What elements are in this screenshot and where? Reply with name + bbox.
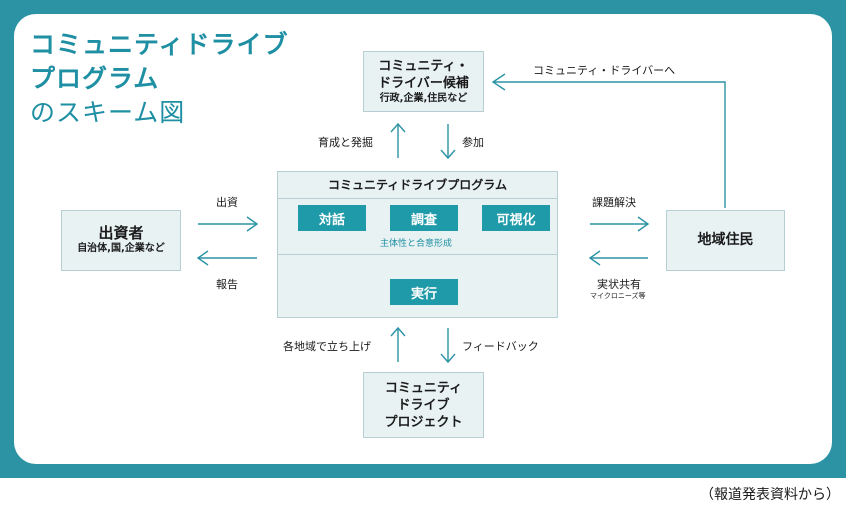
project-box: コミュニティ ドライブ プロジェクト bbox=[363, 372, 484, 438]
candidates-sublabel: 行政,企業,住民など bbox=[379, 92, 468, 104]
label-feedback: フィードバック bbox=[462, 340, 539, 353]
program-box: コミュニティドライブプログラム 対話 調査 可視化 主体性と合意形成 実行 bbox=[277, 171, 558, 318]
investor-label: 出資者 bbox=[98, 224, 144, 242]
investor-box: 出資者 自治体,国,企業など bbox=[61, 210, 181, 271]
label-nurture: 育成と発掘 bbox=[318, 136, 373, 149]
title-line-3: のスキーム図 bbox=[30, 98, 186, 127]
label-invest: 出資 bbox=[216, 196, 238, 209]
program-note: 主体性と合意形成 bbox=[380, 239, 453, 249]
label-to-driver: コミュニティ・ドライバーへ bbox=[533, 64, 676, 77]
source-note: （報道発表資料から） bbox=[700, 487, 840, 503]
pill-research: 調査 bbox=[390, 205, 458, 231]
label-launch: 各地域で立ち上げ bbox=[283, 340, 371, 353]
project-label-2: ドライブ bbox=[397, 397, 450, 413]
residents-box: 地域住民 bbox=[666, 210, 785, 271]
label-issue: 課題解決 bbox=[592, 196, 636, 209]
project-label-1: コミュニティ bbox=[384, 380, 463, 396]
label-share: 実状共有 bbox=[597, 278, 641, 291]
residents-label: 地域住民 bbox=[697, 232, 754, 248]
label-report: 報告 bbox=[216, 278, 238, 291]
candidates-label-2: ドライバー候補 bbox=[378, 75, 469, 91]
title-line-2: プログラム bbox=[30, 64, 160, 93]
program-title: コミュニティドライブプログラム bbox=[278, 172, 557, 199]
label-share-sub: マイクロニーズ等 bbox=[590, 292, 646, 300]
label-participate: 参加 bbox=[462, 136, 484, 149]
arrow-residents-to-candidates bbox=[493, 81, 726, 208]
program-divider bbox=[278, 254, 557, 255]
pill-execute: 実行 bbox=[390, 279, 458, 305]
project-label-3: プロジェクト bbox=[384, 414, 463, 430]
title-line-1: コミュニティドライブ bbox=[30, 30, 289, 59]
diagram-title: コミュニティドライブ プログラム のスキーム図 bbox=[30, 28, 289, 130]
candidates-box: コミュニティ・ ドライバー候補 行政,企業,住民など bbox=[363, 51, 484, 112]
pill-dialogue: 対話 bbox=[298, 205, 366, 231]
pill-visualize: 可視化 bbox=[482, 205, 550, 231]
investor-sublabel: 自治体,国,企業など bbox=[77, 243, 165, 254]
candidates-label-1: コミュニティ・ bbox=[378, 58, 469, 74]
